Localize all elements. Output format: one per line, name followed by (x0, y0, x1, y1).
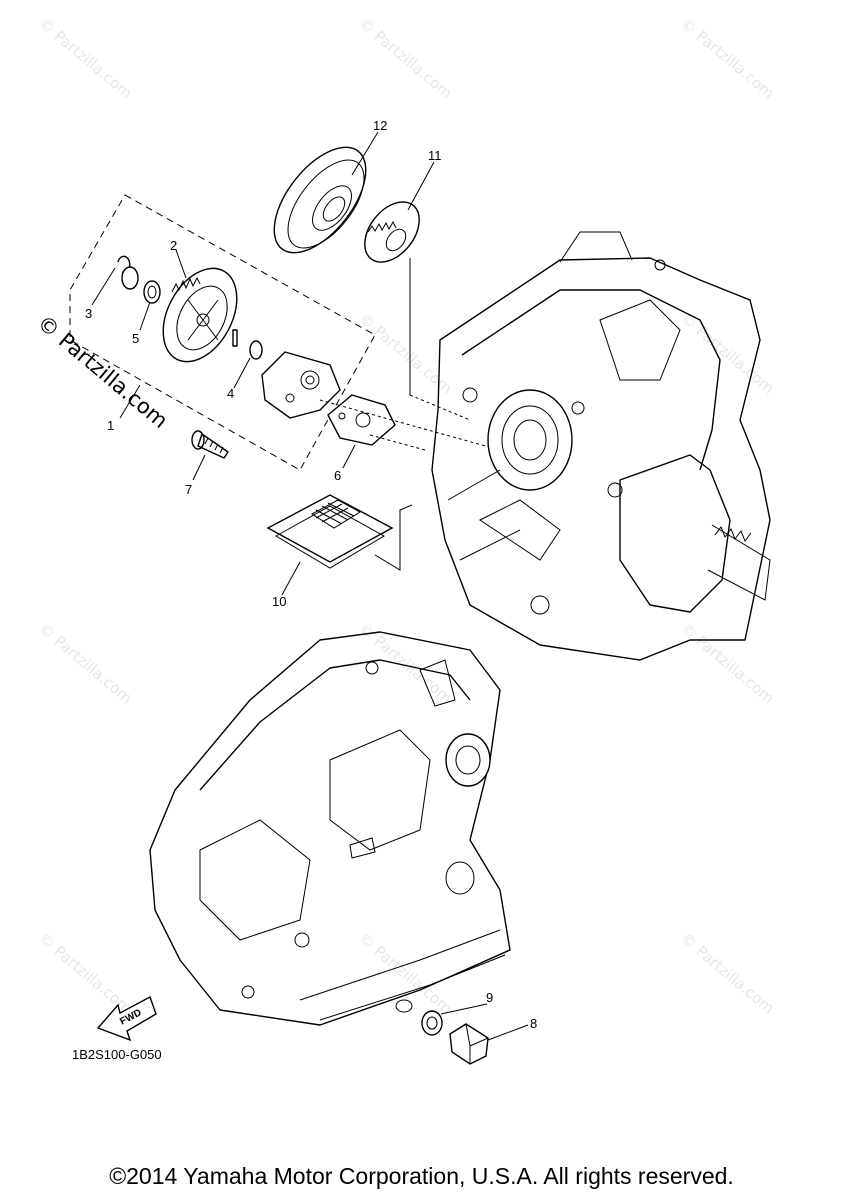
part-7-screw (191, 430, 229, 459)
copyright-notice: ©2014 Yamaha Motor Corporation, U.S.A. A… (109, 1163, 734, 1189)
watermark-tile: © Partzilla.com (35, 929, 135, 1017)
callout-2: 2 (170, 238, 177, 253)
callout-12: 12 (373, 118, 387, 133)
callout-7: 7 (185, 482, 192, 497)
watermark-tile: © Partzilla.com (35, 14, 135, 102)
callout-6: 6 (334, 468, 341, 483)
callout-11: 11 (428, 148, 442, 163)
callout-10: 10 (272, 594, 286, 609)
fwd-arrow-icon: FWD (96, 995, 157, 1042)
part-5-washer (143, 280, 161, 304)
watermark-tile: © Partzilla.com (355, 14, 455, 102)
watermark-tile: © Partzilla.com (355, 309, 455, 397)
callout-4: 4 (227, 386, 234, 401)
diagram-code: 1B2S100-G050 (72, 1047, 162, 1062)
part-6-gasket (327, 394, 396, 446)
part-2-pump-gear (162, 267, 238, 363)
part-10-strainer (266, 494, 394, 569)
watermark-tile: © Partzilla.com (355, 619, 455, 707)
oil-pump-body (261, 351, 341, 419)
watermark-main: © Partzilla.com (33, 310, 173, 433)
part-8-drain-bolt (449, 1023, 489, 1065)
callout-8: 8 (530, 1016, 537, 1031)
callout-3: 3 (85, 306, 92, 321)
crankcase-left-half (149, 631, 511, 1026)
part-4-washer (249, 340, 263, 360)
assembly-line (319, 394, 501, 451)
watermark-tile: © Partzilla.com (35, 619, 135, 707)
callout-1: 1 (107, 418, 114, 433)
part-12-seal (273, 146, 367, 254)
callout-5: 5 (132, 331, 139, 346)
callout-9: 9 (486, 990, 493, 1005)
washer (121, 266, 139, 290)
oil-pump-assembly-outline (69, 194, 376, 471)
watermark-tiles: © Partzilla.com © Partzilla.com © Partzi… (35, 14, 777, 1017)
watermark-tile: © Partzilla.com (677, 619, 777, 707)
part-9-washer (421, 1010, 443, 1036)
watermark-tile: © Partzilla.com (677, 309, 777, 397)
watermark-tile: © Partzilla.com (677, 14, 777, 102)
pin (232, 329, 238, 347)
watermark-tile: © Partzilla.com (677, 929, 777, 1017)
callout-leaders (91, 131, 529, 1041)
leader-line (374, 504, 413, 571)
part-11-gear (364, 201, 420, 263)
crankcase-right-half (431, 231, 771, 661)
